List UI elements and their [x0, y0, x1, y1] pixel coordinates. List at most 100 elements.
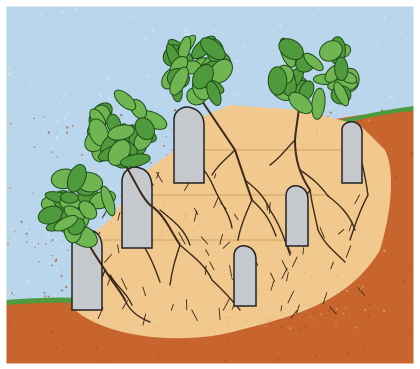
texture-dot — [54, 336, 56, 338]
texture-dot — [277, 358, 279, 360]
texture-dot — [38, 243, 39, 244]
texture-dot — [406, 161, 407, 162]
texture-dot — [100, 359, 102, 361]
texture-dot — [44, 138, 46, 140]
texture-dot — [209, 125, 211, 127]
texture-dot — [72, 125, 74, 127]
texture-dot — [131, 279, 133, 281]
texture-dot — [118, 337, 119, 338]
root-hair — [270, 203, 271, 214]
texture-dot — [385, 273, 386, 274]
texture-dot — [171, 286, 173, 288]
texture-dot — [140, 342, 142, 344]
texture-dot — [229, 316, 231, 318]
texture-dot — [252, 355, 253, 356]
texture-dot — [397, 230, 399, 232]
texture-dot — [328, 115, 330, 117]
texture-dot — [107, 263, 108, 264]
texture-dot — [20, 221, 22, 223]
texture-dot — [275, 153, 277, 155]
stone-2 — [122, 167, 152, 248]
texture-dot — [371, 311, 372, 312]
texture-dot — [15, 61, 16, 62]
texture-dot — [263, 294, 264, 295]
texture-dot — [56, 346, 58, 348]
texture-dot — [52, 255, 53, 256]
texture-dot — [135, 300, 137, 302]
texture-dot — [346, 352, 348, 354]
leaf — [334, 57, 348, 81]
standing-stone — [342, 122, 362, 183]
texture-dot — [53, 103, 54, 104]
texture-dot — [101, 223, 102, 224]
texture-dot — [88, 316, 90, 318]
texture-dot — [343, 312, 345, 314]
texture-dot — [379, 56, 380, 57]
texture-dot — [381, 200, 383, 202]
texture-dot — [93, 347, 95, 349]
texture-dot — [293, 338, 294, 339]
texture-dot — [42, 55, 44, 57]
texture-dot — [370, 333, 372, 335]
texture-dot — [304, 326, 306, 328]
texture-dot — [409, 331, 411, 333]
texture-dot — [106, 22, 108, 24]
texture-dot — [281, 182, 283, 184]
texture-dot — [313, 35, 314, 36]
texture-dot — [99, 172, 101, 174]
texture-dot — [249, 349, 251, 351]
texture-dot — [67, 133, 68, 134]
texture-dot — [365, 335, 366, 336]
texture-dot — [313, 27, 315, 29]
texture-dot — [174, 294, 176, 296]
texture-dot — [196, 277, 197, 278]
texture-dot — [210, 215, 211, 216]
texture-dot — [60, 102, 62, 104]
texture-dot — [362, 286, 364, 288]
texture-dot — [338, 119, 340, 121]
texture-dot — [108, 51, 110, 53]
texture-dot — [196, 233, 197, 234]
texture-dot — [156, 319, 157, 320]
texture-dot — [376, 137, 377, 138]
texture-dot — [320, 178, 321, 179]
texture-dot — [43, 96, 45, 98]
texture-dot — [11, 228, 13, 230]
texture-dot — [265, 326, 267, 328]
texture-dot — [54, 312, 55, 313]
texture-dot — [108, 98, 110, 100]
texture-dot — [335, 321, 337, 323]
texture-dot — [255, 168, 257, 170]
texture-dot — [29, 229, 30, 230]
texture-dot — [211, 188, 213, 190]
texture-dot — [229, 190, 231, 192]
texture-dot — [30, 82, 32, 84]
texture-dot — [379, 36, 380, 37]
texture-dot — [312, 14, 313, 15]
texture-dot — [328, 334, 329, 335]
texture-dot — [45, 243, 47, 245]
texture-dot — [293, 289, 294, 290]
texture-dot — [303, 285, 305, 287]
texture-dot — [81, 116, 83, 118]
texture-dot — [166, 136, 167, 137]
texture-dot — [159, 169, 161, 171]
texture-dot — [7, 322, 9, 324]
texture-dot — [411, 152, 413, 154]
texture-dot — [273, 170, 275, 172]
texture-dot — [411, 12, 412, 13]
texture-dot — [315, 355, 317, 357]
texture-dot — [244, 335, 246, 337]
texture-dot — [47, 234, 49, 236]
texture-dot — [163, 340, 165, 342]
texture-dot — [9, 188, 10, 189]
texture-dot — [318, 324, 319, 325]
texture-dot — [106, 43, 107, 44]
texture-dot — [391, 8, 392, 9]
texture-dot — [358, 233, 359, 234]
texture-dot — [64, 117, 66, 119]
texture-dot — [302, 144, 303, 145]
texture-dot — [236, 167, 237, 168]
texture-dot — [271, 330, 273, 332]
